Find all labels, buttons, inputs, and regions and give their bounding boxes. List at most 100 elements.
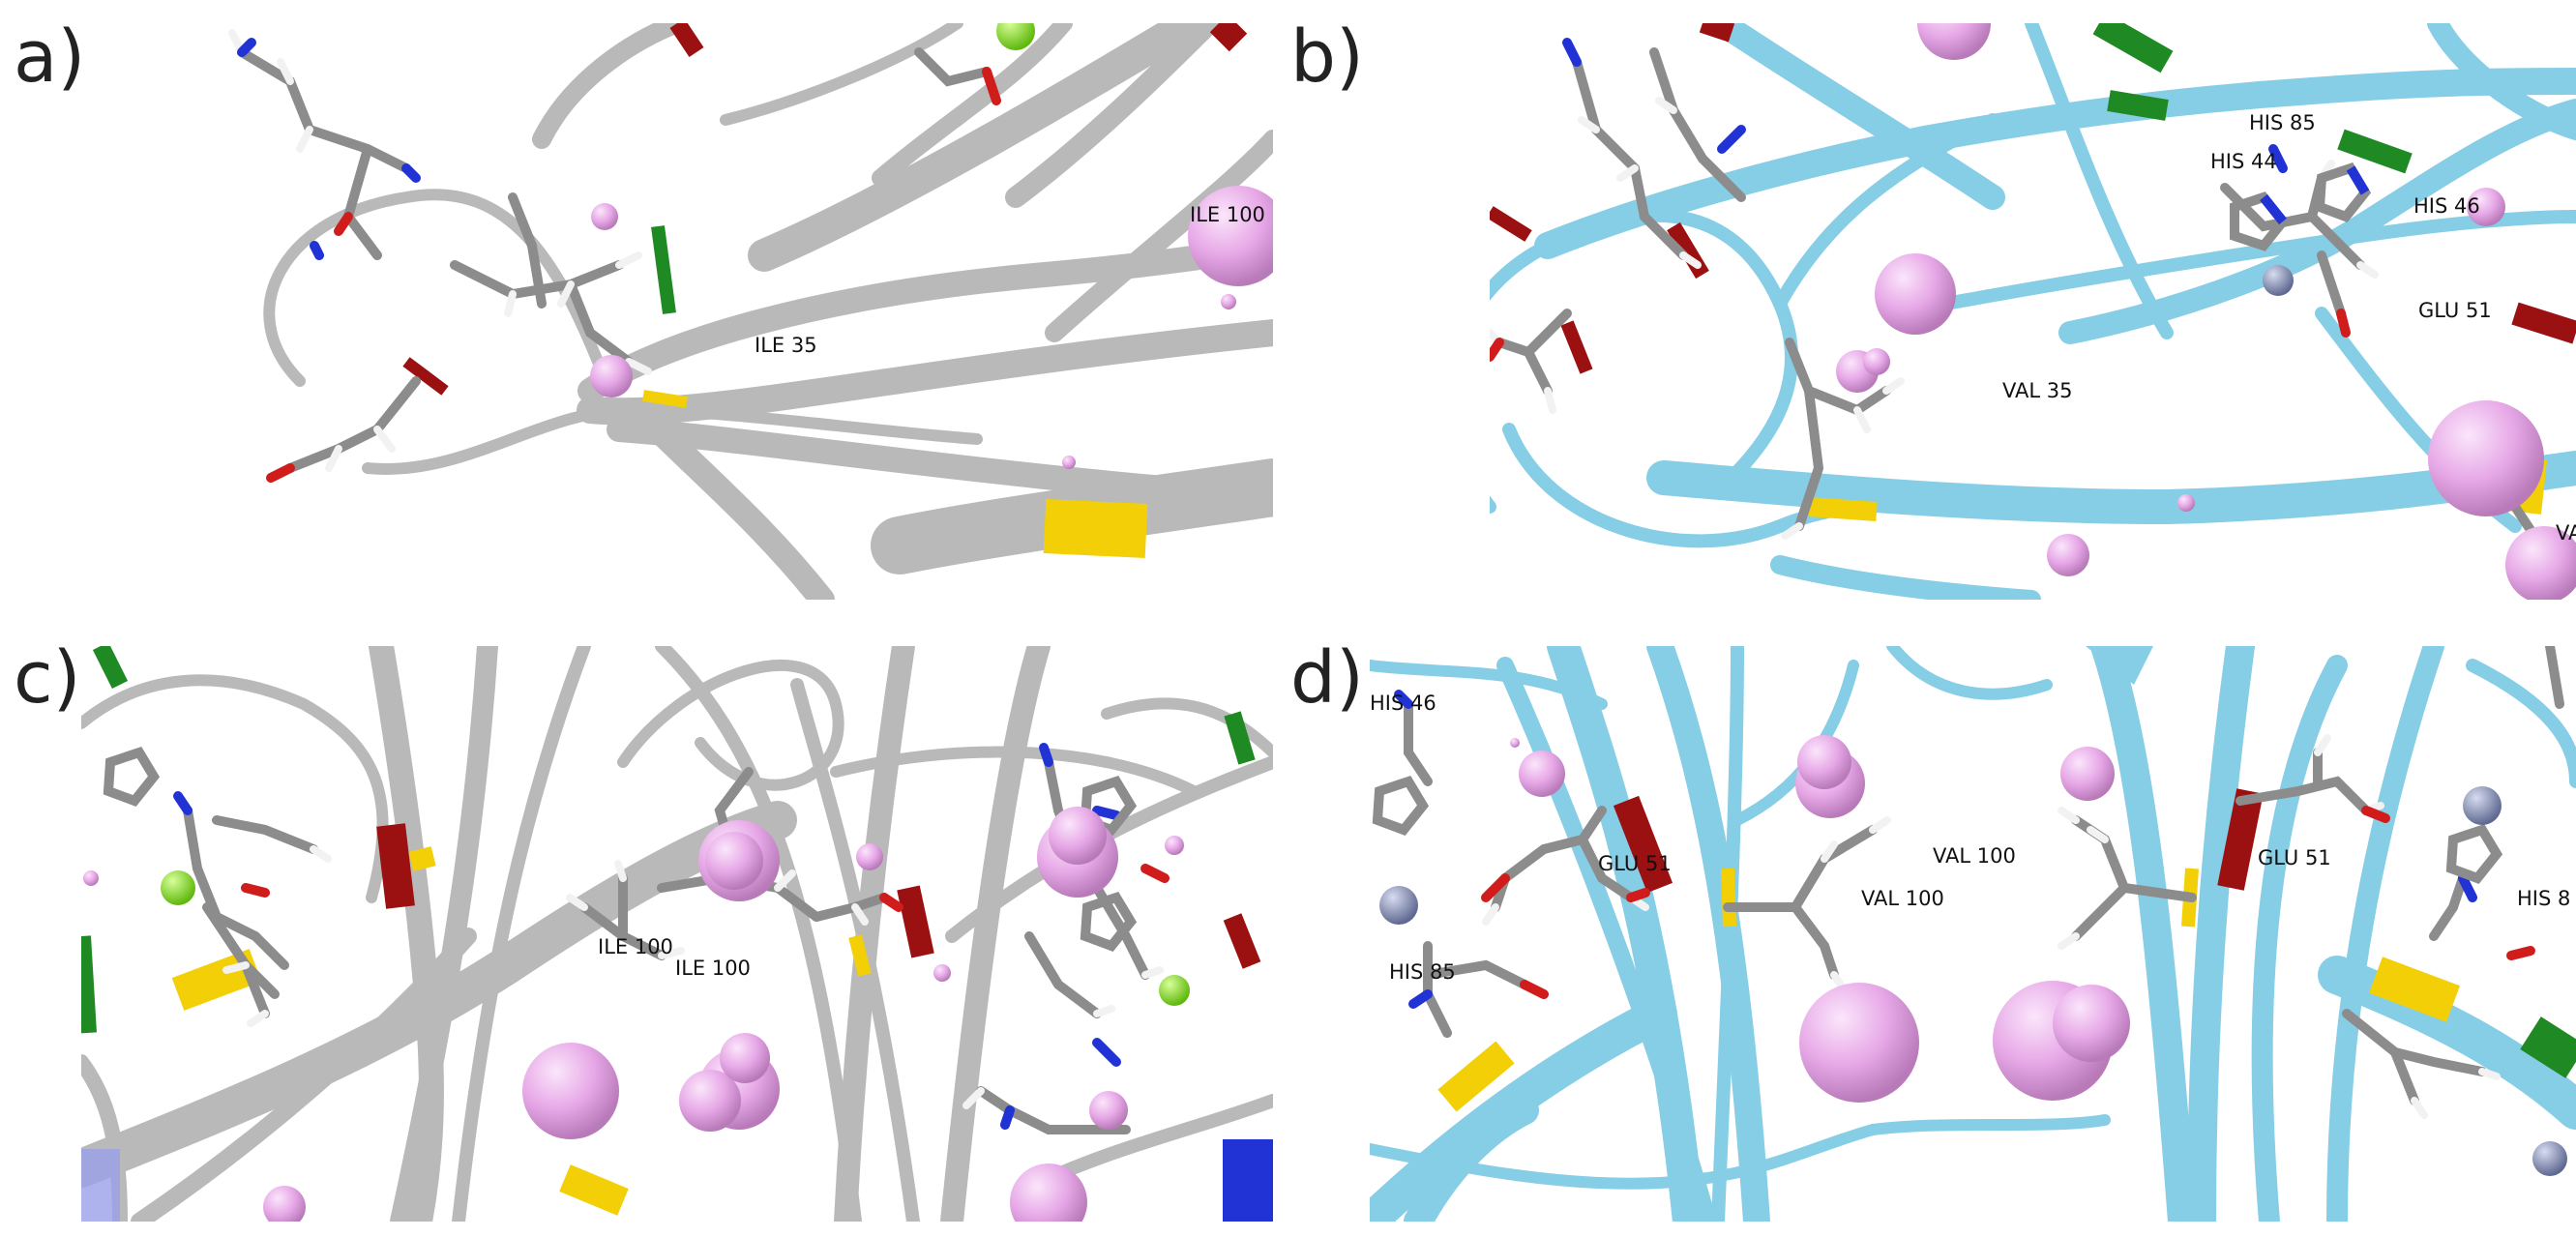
metal-ion-sphere	[2263, 265, 2294, 296]
highlight-blue	[81, 1149, 120, 1222]
metal-ion-sphere	[2463, 786, 2502, 825]
panel-d-svg: HIS 46 GLU 51 GLU 51 VAL 100 VAL 100 HIS…	[1370, 646, 2576, 1222]
highlight-yellow	[1721, 868, 1736, 928]
highlight-red	[376, 823, 415, 909]
highlight-blue	[1223, 1139, 1273, 1222]
highlight-red	[1699, 23, 1735, 43]
highlight-green	[651, 225, 676, 314]
side-chain-sticks	[1404, 646, 2564, 1105]
cavity-sphere	[2047, 534, 2089, 576]
highlight-red	[1490, 206, 1532, 242]
panel-d-structure: HIS 46 GLU 51 GLU 51 VAL 100 VAL 100 HIS…	[1370, 646, 2576, 1222]
hydrogen-sticks	[222, 845, 1164, 1109]
highlight-green	[92, 646, 129, 690]
highlight-green	[2092, 23, 2174, 74]
cavity-sphere	[2505, 526, 2576, 600]
cavity-sphere	[1799, 983, 1919, 1103]
cavity-sphere	[1089, 1091, 1128, 1130]
cavity-sphere	[1797, 735, 1851, 789]
panel-letter-a: a)	[14, 15, 86, 99]
cavity-sphere	[1875, 253, 1956, 335]
cavity-sphere	[591, 203, 618, 230]
heteroatom-sticks	[173, 743, 1170, 1130]
hydrogen-sticks	[228, 29, 652, 472]
cavity-sphere	[263, 1186, 306, 1222]
heteroatom-sticks	[237, 38, 1001, 483]
cavity-sphere	[1863, 348, 1890, 375]
residue-label: ILE 100	[598, 935, 673, 958]
residue-label: HIS 44	[2210, 150, 2277, 173]
panel-letter-c: c)	[14, 636, 81, 720]
residue-label: HIS 85	[2249, 111, 2316, 134]
cavity-sphere	[2060, 747, 2115, 801]
protein-ribbon	[1490, 23, 2576, 600]
highlight-red	[2511, 302, 2576, 344]
ion-sphere	[996, 23, 1035, 50]
highlight-red	[669, 23, 704, 57]
residue-label: ILE 35	[755, 334, 817, 357]
panel-a-svg: ILE 100 ILE 35	[228, 23, 1273, 600]
highlight-red	[2217, 788, 2264, 891]
highlight-red	[402, 357, 449, 396]
highlight-yellow	[1808, 497, 1878, 521]
ribbon-arrow-head	[2086, 646, 2153, 685]
panel-c-svg: ILE 100 ILE 100	[81, 646, 1273, 1222]
panel-c-structure: ILE 100 ILE 100	[81, 646, 1273, 1222]
cavity-sphere	[1188, 186, 1273, 286]
metal-ion-sphere	[2532, 1141, 2567, 1176]
panel-letter-d: d)	[1290, 636, 1364, 720]
highlight-yellow	[642, 390, 688, 408]
cavity-sphere	[2467, 188, 2505, 226]
highlight-red	[1613, 795, 1673, 894]
cavity-sphere	[856, 843, 883, 870]
cavity-sphere	[1010, 1163, 1087, 1222]
residue-label: HIS 8	[2517, 887, 2570, 910]
highlight-yellow	[1437, 1041, 1515, 1112]
residue-label: GLU 51	[2418, 299, 2492, 322]
cavity-sphere	[1519, 751, 1565, 797]
residue-label: ILE 100	[675, 957, 751, 980]
highlight-yellow	[1043, 499, 1148, 558]
histidine-nitrogen	[2260, 165, 2370, 225]
cavity-sphere	[720, 1033, 770, 1083]
highlight-yellow	[848, 934, 872, 977]
highlight-red	[897, 885, 934, 958]
panel-b-svg: HIS 85 HIS 44 HIS 46 GLU 51 VAL 35 VA	[1490, 23, 2576, 600]
cavity-sphere	[2053, 985, 2130, 1062]
panel-a-structure: ILE 100 ILE 35	[222, 23, 1273, 600]
highlight-green	[2520, 1016, 2576, 1078]
cavity-sphere	[1917, 23, 1991, 60]
residue-label: HIS 85	[1389, 960, 1456, 984]
cavity-sphere	[1221, 294, 1236, 309]
residue-label: VAL 100	[1861, 887, 1944, 910]
highlight-green	[1224, 711, 1256, 765]
highlight-red	[1223, 913, 1261, 969]
cavity-sphere	[2177, 494, 2195, 512]
cavity-sphere	[1510, 738, 1520, 748]
ion-sphere	[1159, 975, 1190, 1006]
highlight-green	[2107, 90, 2169, 121]
cavity-sphere	[679, 1070, 741, 1132]
heteroatom-sticks	[1490, 38, 2351, 362]
residue-label: HIS 46	[1370, 692, 1436, 715]
histidine-ring	[2230, 162, 2372, 251]
highlight-yellow	[2368, 957, 2461, 1022]
residue-label: ILE 100	[1190, 203, 1265, 226]
residue-label: VAL 35	[2002, 379, 2073, 402]
highlight-red	[1209, 23, 1248, 52]
cavity-sphere	[2428, 400, 2544, 516]
panel-b-structure: HIS 85 HIS 44 HIS 46 GLU 51 VAL 35 VA	[1490, 23, 2576, 600]
metal-ion-sphere	[1379, 886, 1418, 925]
heteroatom-sticks	[1394, 690, 2535, 1009]
cavity-sphere	[1062, 456, 1076, 469]
cavity-sphere	[933, 964, 951, 982]
highlight-red	[1560, 320, 1593, 374]
cavity-sphere	[590, 355, 633, 398]
ion-sphere	[161, 870, 195, 905]
panel-letter-b: b)	[1290, 15, 1364, 99]
residue-label: VAL 100	[1933, 844, 2016, 868]
highlight-green	[2337, 129, 2413, 174]
highlight-green	[81, 935, 97, 1034]
residue-label: VA	[2556, 521, 2576, 545]
cavity-sphere	[83, 870, 99, 886]
